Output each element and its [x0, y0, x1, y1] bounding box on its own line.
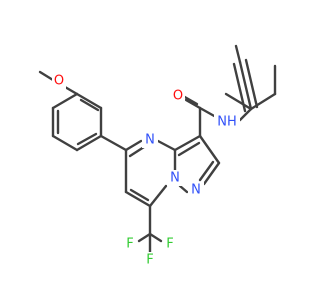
bond-q-methyl	[224, 92, 253, 111]
bond-benzene-6	[51, 92, 79, 110]
bond-n-quaternary	[238, 107, 253, 122]
atom-f1-label: F	[126, 237, 133, 252]
molecule-canvas: O N O NH N N F F	[38, 44, 277, 268]
bond-benzene-1-inner	[79, 98, 100, 112]
bond-o-ring	[63, 85, 79, 96]
atom-o-methoxy: O	[52, 73, 66, 89]
bond-q-ethyl-1	[249, 92, 277, 111]
bond-alkyne-2	[244, 58, 259, 109]
molecule-structure: O N O NH N N F F	[38, 44, 277, 268]
bond-amide-c-n	[198, 106, 218, 119]
atom-o-methoxy-label: O	[54, 74, 64, 89]
bond-pyrimidine-2	[156, 139, 177, 152]
atom-f3-label: F	[146, 253, 153, 268]
bond-amide-c-o-double	[181, 94, 199, 106]
atom-f1: F	[124, 236, 137, 252]
bond-alkyne-3	[232, 62, 247, 113]
atom-n-bridge: N	[167, 170, 183, 186]
bond-alkyne-terminal	[234, 44, 242, 64]
bond-pyrazole-3-inner	[198, 160, 215, 182]
bond-pyrimidine-5	[124, 190, 152, 208]
bond-pyrazole-3	[202, 161, 221, 186]
atom-f2: F	[163, 236, 176, 252]
bond-pyrazole-4	[178, 184, 189, 194]
bond-pyrimidine-4	[148, 184, 168, 208]
atom-o-carbonyl-label: O	[173, 89, 183, 104]
bond-amide-c-o-single	[184, 98, 202, 110]
bond-pyrimidine-5-inner	[129, 188, 150, 202]
atom-n-ring-top-label: N	[145, 133, 155, 148]
bond-cf3-f2	[148, 232, 163, 243]
atom-n-bridge-label: N	[170, 171, 180, 186]
bond-pyrimidine-1	[124, 139, 143, 152]
atom-nh-amide-label: NH	[217, 115, 237, 130]
bond-cf3-f1	[137, 232, 152, 243]
bond-aryl-pyrimidine	[99, 134, 128, 152]
bond-benzene-3	[75, 134, 103, 152]
atom-f3: F	[144, 252, 157, 268]
bond-pyrazole-1-inner	[177, 141, 201, 157]
atom-f2-label: F	[166, 237, 173, 252]
bond-alkyne-1	[238, 60, 253, 111]
atom-o-carbonyl: O	[171, 88, 185, 104]
atom-nh-amide: NH	[214, 114, 240, 130]
bond-pyrazole-1	[173, 134, 202, 152]
bond-benzene-3-inner	[76, 132, 98, 146]
bond-methyl-o	[38, 70, 55, 82]
bond-pyrimidine-1-inner	[128, 145, 146, 158]
atom-n-pyrazole-label: N	[191, 183, 201, 198]
atom-n-pyrazole: N	[188, 182, 204, 198]
bond-benzene-4	[51, 134, 79, 152]
bond-benzene-1	[75, 92, 103, 110]
bond-pyrazole-2	[198, 134, 221, 165]
atom-n-ring-top: N	[142, 132, 158, 148]
